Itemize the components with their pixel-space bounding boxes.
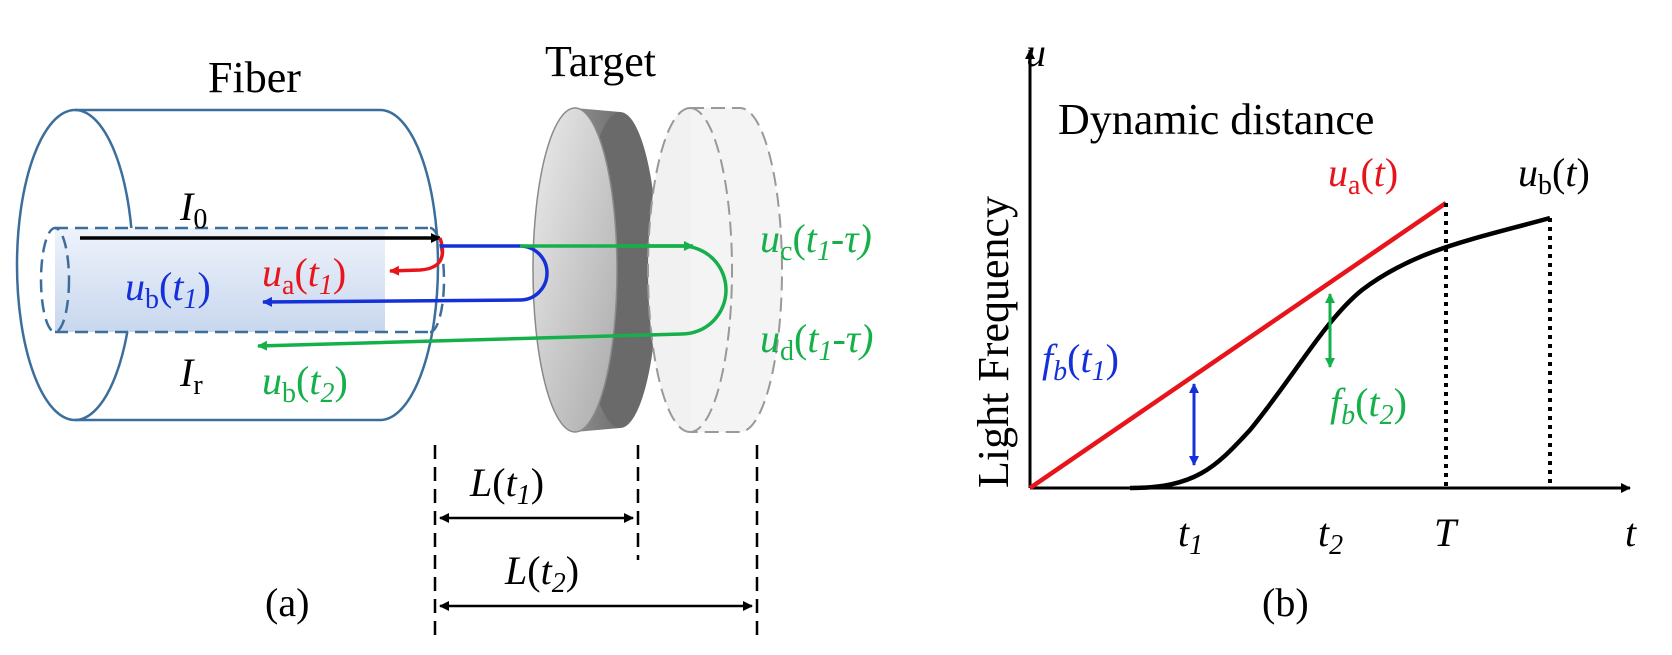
tick-t1: t1 — [1178, 510, 1203, 561]
panel-b: u t Dynamic distance Light Frequency ua(… — [969, 30, 1637, 625]
ub-curve — [1129, 215, 1551, 491]
target-label: Target — [545, 37, 656, 86]
label-fb-t2: fb(t2) — [1330, 380, 1407, 431]
caption-a: (a) — [265, 580, 309, 625]
label-fb-t1: fb(t1) — [1042, 336, 1119, 387]
label-L-t1: L(t1) — [469, 460, 544, 511]
fiber-label: Fiber — [208, 53, 301, 102]
label-L-t2: L(t2) — [504, 548, 579, 599]
label-ub-t1: ub(t1) — [125, 264, 211, 315]
label-ub-t: ub(t) — [1518, 150, 1590, 201]
caption-b: (b) — [1262, 580, 1309, 625]
label-ua-t: ua(t) — [1328, 150, 1398, 201]
fiber-core — [39, 226, 446, 334]
y-axis-label: Light Frequency — [969, 196, 1018, 488]
label-uc: uc(t1-τ) — [760, 216, 872, 267]
x-axis-symbol: t — [1625, 510, 1637, 555]
target-disk — [532, 107, 658, 433]
label-I0: I0 — [179, 184, 207, 235]
label-ua-t1: ua(t1) — [262, 250, 346, 301]
y-axis-symbol: u — [1026, 30, 1046, 75]
target-disk-displaced — [647, 107, 783, 433]
label-ub-t2: ub(t2) — [262, 358, 348, 409]
label-Ir: Ir — [179, 350, 203, 401]
panel-a: Fiber Target I0 Ir ua(t1) ub(t1) ub(t2) … — [15, 37, 873, 635]
label-ud: ud(t1-τ) — [760, 316, 873, 367]
tick-t2: t2 — [1318, 510, 1343, 561]
tick-T: T — [1434, 510, 1459, 555]
ua-line — [1028, 201, 1448, 490]
dimension-lines — [433, 445, 759, 635]
chart-title: Dynamic distance — [1058, 95, 1374, 144]
reflection-ua-arrow — [389, 237, 445, 276]
